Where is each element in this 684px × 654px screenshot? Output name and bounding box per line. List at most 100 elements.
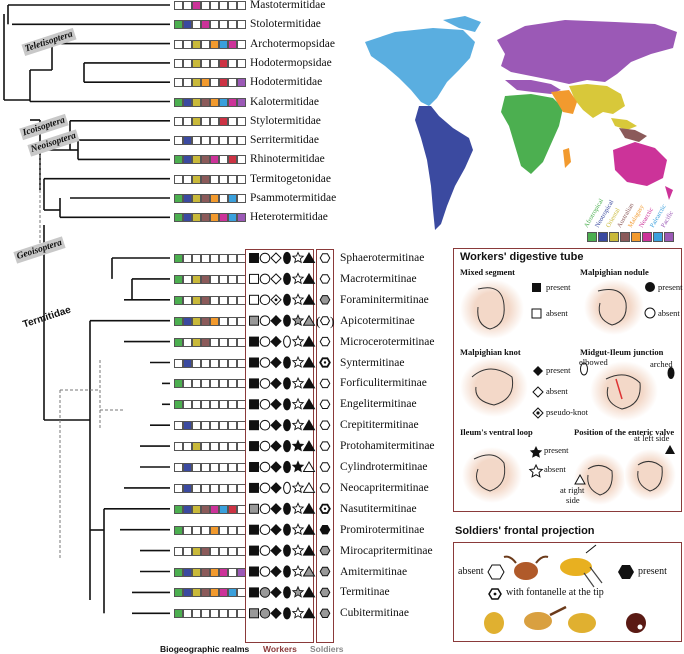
ileum-loop-mark <box>291 314 305 327</box>
lower-realm-cell <box>192 254 201 263</box>
lower-realm-cell <box>210 609 219 619</box>
mixed-segment-mark <box>249 399 259 410</box>
malpighian-knot-mark <box>270 314 282 327</box>
upper-realm-cell <box>174 1 183 10</box>
footer-soldiers-label: Soldiers <box>310 644 344 654</box>
malpighian-nodule-mark <box>259 336 271 347</box>
pseudo-knot-label: pseudo-knot <box>546 407 589 417</box>
elbowed-label: elbowed <box>579 357 608 367</box>
lower-realm-cell <box>183 609 192 619</box>
lower-realm-cell <box>228 421 237 431</box>
malpighian-nodule-mark <box>259 273 271 285</box>
lower-realm-cell <box>228 379 237 389</box>
upper-realm-cell <box>219 136 228 146</box>
upper-realm-cell <box>228 213 237 223</box>
upper-realm-cell <box>192 78 201 88</box>
lower-realm-cell <box>228 254 237 263</box>
mixed-segment-mark <box>249 357 259 368</box>
upper-realm-cell <box>192 20 201 30</box>
lower-realm-cell <box>219 546 228 556</box>
upper-realm-cell <box>228 58 237 68</box>
mixed-segment-mark <box>249 253 259 263</box>
upper-realm-cell <box>237 20 246 30</box>
upper-taxon-name: Hodotermitidae <box>250 76 323 89</box>
midgut-ileum-mark <box>283 607 291 620</box>
upper-realm-cell <box>219 20 228 30</box>
lower-realm-cell <box>228 546 237 556</box>
mixed-segment-mark <box>249 503 259 514</box>
lower-realm-cell <box>174 421 183 431</box>
lower-taxon-name: Mirocapritermitinae <box>340 544 433 557</box>
upper-realm-cell <box>201 97 210 107</box>
lower-taxon-name: Engelitermitinae <box>340 398 417 411</box>
malpighian-nodule-mark <box>259 545 271 556</box>
upper-taxon-name: Archotermopsidae <box>250 37 335 50</box>
lower-realm-cell <box>174 504 183 514</box>
lower-realm-cell <box>201 567 210 577</box>
lower-realm-cell <box>219 525 228 535</box>
lower-realm-cell <box>174 609 183 619</box>
mixed-segment-mark <box>249 524 259 535</box>
lower-realm-cell <box>228 274 237 284</box>
upper-taxon-name: Psammotermitidae <box>250 192 337 204</box>
upper-realm-cell <box>219 194 228 203</box>
upper-realm-cell <box>192 213 201 223</box>
lower-taxon-name: Forficulitermitinae <box>340 377 427 390</box>
midgut-ileum-mark <box>283 481 291 494</box>
mixed-absent-label: absent <box>546 308 568 318</box>
pseudo-knot-dot <box>274 298 278 302</box>
lower-realm-cell <box>183 504 192 514</box>
midgut-ileum-mark <box>283 502 291 515</box>
upper-realm-cell <box>219 1 228 10</box>
mixed-segment-mark <box>249 420 259 431</box>
lower-realm-cell <box>201 274 210 284</box>
lower-realm-cell <box>183 442 192 452</box>
lower-realm-cell <box>174 483 183 493</box>
enteric-valve-mark <box>302 398 316 410</box>
enteric-valve-mark <box>302 377 316 389</box>
upper-realm-cell <box>210 1 219 10</box>
enteric-valve-mark <box>302 586 316 598</box>
fontanelle-dot <box>323 361 327 364</box>
upper-realm-cell <box>237 97 246 107</box>
ileum-loop-mark <box>291 481 305 494</box>
upper-realm-cell <box>192 1 201 10</box>
malpighian-knot-mark <box>270 335 282 348</box>
soldier-projection-mark <box>319 316 331 326</box>
enteric-valve-mark <box>302 272 316 284</box>
soldier-bracket-right: ) <box>330 314 334 329</box>
upper-realm-cell <box>201 213 210 223</box>
mixed-segment-mark <box>249 441 259 452</box>
upper-realm-cell <box>237 58 246 68</box>
mixed-segment-mark <box>249 462 259 472</box>
upper-realm-cell <box>237 39 246 49</box>
lower-realm-cell <box>183 337 192 347</box>
realm-swatch <box>631 232 641 242</box>
upper-realm-cell <box>174 78 183 88</box>
malpighian-nodule-mark <box>259 378 271 389</box>
upper-realm-cell <box>201 20 210 30</box>
upper-realm-cell <box>201 116 210 126</box>
arched-label: arched <box>650 359 673 369</box>
upper-realm-cell <box>183 39 192 49</box>
lower-taxon-name: Macrotermitinae <box>340 272 417 285</box>
upper-realm-cell <box>183 1 192 10</box>
upper-realm-cell <box>183 194 192 203</box>
lower-realm-cell <box>228 483 237 493</box>
lower-realm-cell <box>228 337 237 347</box>
malpighian-knot-mark <box>270 273 282 285</box>
ileum-loop-mark <box>291 272 305 285</box>
lower-realm-cell <box>219 483 228 493</box>
workers-legend: Workers' digestive tube Mixed segment Ma… <box>453 248 683 512</box>
upper-realm-cell <box>228 39 237 49</box>
upper-realm-cell <box>237 116 246 126</box>
realm-swatch <box>642 232 652 242</box>
ileum-loop-mark <box>291 543 305 556</box>
malpighian-knot-mark <box>270 565 282 578</box>
lower-taxon-name: Protohamitermitinae <box>340 440 435 453</box>
upper-taxon-name: Mastotermitidae <box>250 0 326 11</box>
malpighian-nodule-mark <box>259 357 271 368</box>
lower-realm-cell <box>192 442 201 452</box>
lower-realm-cell <box>192 609 201 619</box>
